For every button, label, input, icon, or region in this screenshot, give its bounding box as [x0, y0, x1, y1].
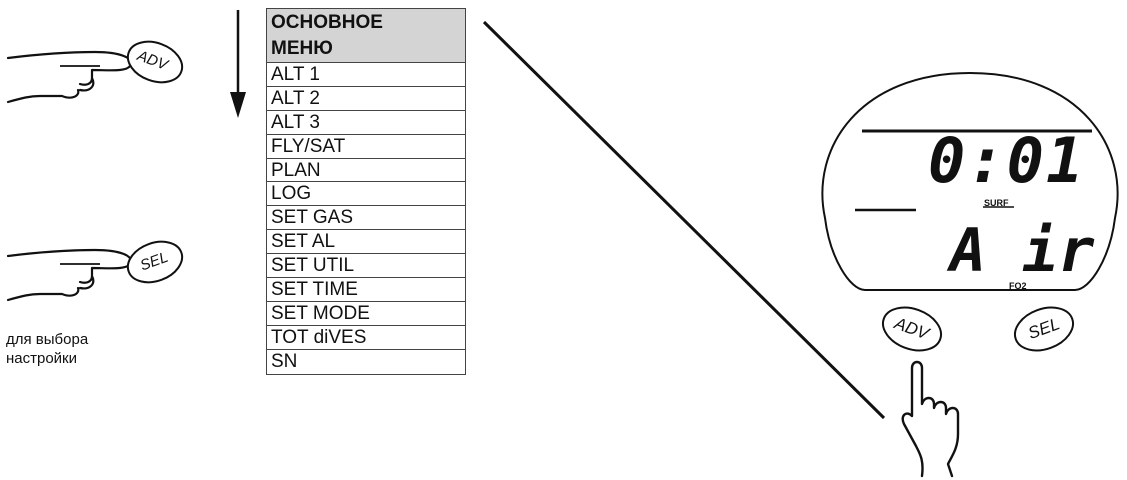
menu-header-line-1: ОСНОВНОЕ: [271, 12, 383, 33]
device-sel-button: [1013, 306, 1075, 352]
device-buttons: [881, 306, 1075, 352]
hand-press-sel-icon: [6, 240, 184, 302]
dive-computer-display: [821, 71, 1119, 291]
surf-label: SURF: [984, 198, 1009, 208]
hand-press-adv-icon: [6, 40, 184, 104]
menu-item-set-al: SET AL: [267, 230, 465, 255]
fo2-label: FO2: [1009, 281, 1027, 291]
menu-item-log: LOG: [267, 182, 465, 207]
down-arrow-icon: [230, 10, 246, 118]
menu-item-set-time: SET TIME: [267, 278, 465, 302]
menu-item-set-gas: SET GAS: [267, 206, 465, 231]
hand-point-up-icon: [901, 360, 960, 478]
menu-item-alt2: ALT 2: [267, 87, 465, 111]
device-adv-button: [881, 306, 943, 352]
menu-item-fly-sat: FLY/SAT: [267, 135, 465, 159]
menu-item-sn: SN: [271, 350, 298, 372]
menu-item-plan: PLAN: [267, 159, 465, 183]
gas-readout: A ir: [950, 216, 1095, 286]
sel-button: [126, 240, 184, 284]
adv-button: [126, 40, 184, 84]
caption-line-1: для выбора: [6, 331, 89, 348]
menu-item-alt3: ALT 3: [267, 111, 465, 135]
menu-item-set-mode: SET MODE: [267, 302, 465, 326]
time-readout: 0:01: [928, 124, 1086, 197]
menu-header: ОСНОВНОЕ МЕНЮ: [267, 9, 465, 63]
menu-item-set-util: SET UTIL: [267, 254, 465, 279]
caption: для выбора настройки: [6, 330, 88, 368]
menu-item-alt1: ALT 1: [267, 63, 465, 87]
menu-header-line-2: МЕНЮ: [271, 38, 333, 59]
menu-item-tot-dives: TOT diVES: [267, 326, 465, 350]
main-menu-table: ОСНОВНОЕ МЕНЮ ALT 1 ALT 2 ALT 3 FLY/SAT …: [266, 8, 466, 375]
caption-line-2: настройки: [6, 350, 78, 367]
